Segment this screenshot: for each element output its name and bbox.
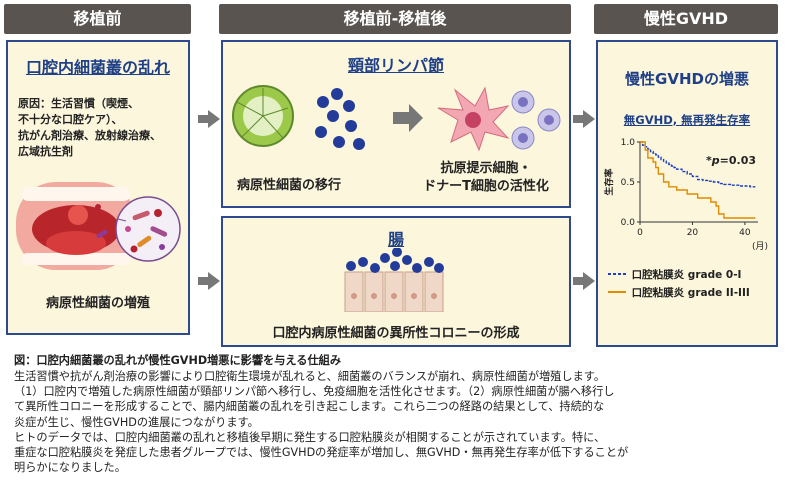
arrow-lymph-to-gvhd [573,110,595,128]
mouth-illustration [16,182,181,270]
legend-line-orange [608,291,626,293]
x-tick-label: 0 [637,228,643,238]
series-line-0 [640,141,756,188]
gvhd-subtitle: 無GVHD, 無再発生存率 [623,113,751,127]
lymph-title: 頸部リンパ節 [347,56,444,75]
series-line-1 [640,141,756,219]
gut-title: 腸 [387,230,404,249]
arrow-to-gut [198,272,220,290]
y-axis-label: 生存率 [603,168,615,195]
arrow-gut-to-gvhd [573,272,595,290]
gut-label: 口腔内病原性細菌の異所性コロニーの形成 [272,326,520,341]
lymph-right-label: 抗原提示細胞・ ドナーT細胞の活性化 [423,161,549,194]
figure-caption-body: 生活習慣や抗がん剤治療の影響により口腔衛生環境が乱れると、細菌叢のバランスが崩れ… [14,369,794,475]
figure-caption-title: 図：口腔内細菌叢の乱れが慢性GVHD増悪に影響を与える仕組み [14,354,342,367]
caption-line: て異所性コロニーを形成することで、腸内細菌叢の乱れを引き起こします。これら二つの… [14,400,605,414]
cause-text: 原因：生活習慣（喫煙、 不十分な口腔ケア）、 抗がん剤治療、放射線治療、 広域抗… [18,97,161,158]
oral-title: 口腔内細菌叢の乱れ [25,58,170,77]
legend: 口腔粘膜炎 grade 0-I 口腔粘膜炎 grade II-III [608,266,750,302]
caption-line: ヒトのデータでは、口腔内細菌叢の乱れと移植後早期に発生する口腔粘膜炎が相関するこ… [14,430,606,444]
gut-illustration [344,248,444,312]
panel-gvhd: 慢性GVHDの増悪 無GVHD, 無再発生存率 0.0 0.5 1.0 0 20 40 生存… [596,40,778,347]
legend-item-grade-0-1: 口腔粘膜炎 grade 0-I [608,266,750,284]
y-tick-label: 0.0 [621,218,636,228]
lymph-left-label: 病原性細菌の移行 [237,178,342,193]
header-gvhd: 慢性GVHD [594,4,778,34]
caption-line: 生活習慣や抗がん剤治療の影響により口腔衛生環境が乱れると、細菌叢のバランスが崩れ… [14,370,606,383]
panel-gut: 腸 口腔内病原性細菌の異所性コロニーの形成 [221,216,571,347]
legend-item-grade-2-3: 口腔粘膜炎 grade II-III [608,284,750,302]
x-axis-unit-label: (月) [752,241,768,252]
panel-oral: 口腔内細菌叢の乱れ 原因：生活習慣（喫煙、 不十分な口腔ケア）、 抗がん剤治療、… [6,40,190,335]
caption-line: 重症な口腔粘膜炎を発症した患者グループでは、慢性GVHDの発症率が増加し、無GV… [14,446,629,460]
legend-line-blue [608,273,626,275]
lymph-illustration [232,85,561,152]
y-tick-label: 0.5 [621,178,635,188]
header-peri: 移植前-移植後 [219,4,571,34]
caption-line: 明らかになりました。 [14,461,126,475]
p-value-label: *p=0.03 [706,154,756,167]
header-before: 移植前 [4,4,191,34]
caption-line: 炎症が生じ、慢性GVHDの進展につながります。 [14,415,259,429]
caption-line: （1）口腔内で増殖した病原性細菌が頸部リンパ節へ移行し、免疫細胞を活性化させます… [14,385,615,399]
x-tick-label: 20 [687,228,699,238]
arrow-to-lymph [198,110,220,128]
y-tick-label: 1.0 [621,138,636,148]
gvhd-title: 慢性GVHDの増悪 [625,70,749,88]
panel-lymph: 頸部リンパ節 病原性細菌の移行 抗原提示細胞・ ドナーT細胞の活性化 [221,40,571,208]
oral-bottom-label: 病原性細菌の増殖 [45,296,150,311]
x-tick-label: 40 [739,228,751,238]
survival-chart: 0.0 0.5 1.0 0 20 40 生存率 (月) *p=0.03 [603,138,768,252]
